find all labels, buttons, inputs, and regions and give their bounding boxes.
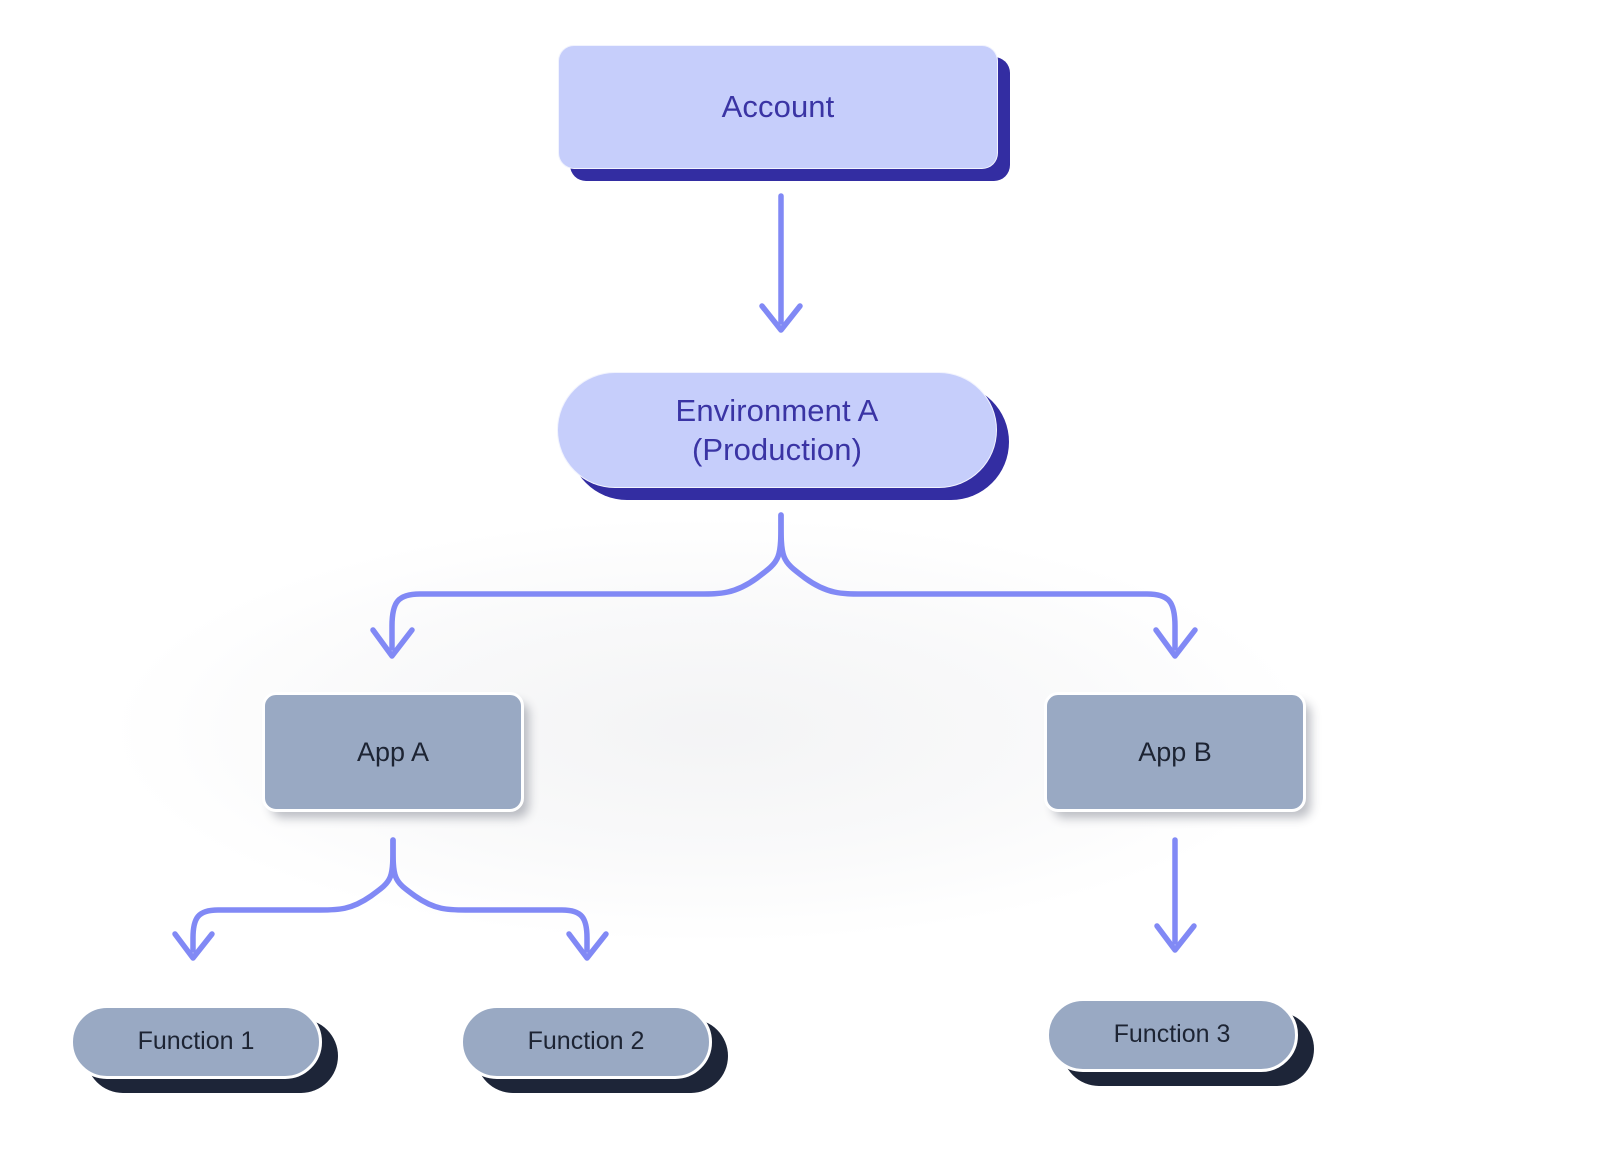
node-environment-a[interactable]: Environment A (Production) — [557, 372, 997, 488]
node-function-1-label: Function 1 — [137, 1027, 255, 1056]
node-app-a[interactable]: App A — [262, 692, 524, 812]
edge-app-a-to-function-1 — [172, 837, 396, 961]
node-account[interactable]: Account — [558, 45, 998, 169]
node-function-1[interactable]: Function 1 — [70, 1005, 322, 1079]
edge-environment-to-app-a — [370, 512, 784, 659]
node-function-2-label: Function 2 — [527, 1027, 645, 1056]
node-app-a-label: App A — [356, 736, 430, 767]
node-environment-a-label: Environment A (Production) — [675, 392, 879, 467]
node-function-3[interactable]: Function 3 — [1046, 998, 1298, 1072]
node-function-2[interactable]: Function 2 — [460, 1005, 712, 1079]
node-app-b[interactable]: App B — [1044, 692, 1306, 812]
edge-account-to-environment — [759, 193, 803, 333]
node-function-3-label: Function 3 — [1113, 1020, 1231, 1049]
edge-environment-to-app-b — [778, 512, 1198, 659]
node-account-label: Account — [721, 89, 835, 125]
node-app-b-label: App B — [1138, 736, 1212, 767]
edge-app-b-to-function-3 — [1154, 837, 1197, 953]
edge-app-a-to-function-2 — [390, 837, 609, 961]
